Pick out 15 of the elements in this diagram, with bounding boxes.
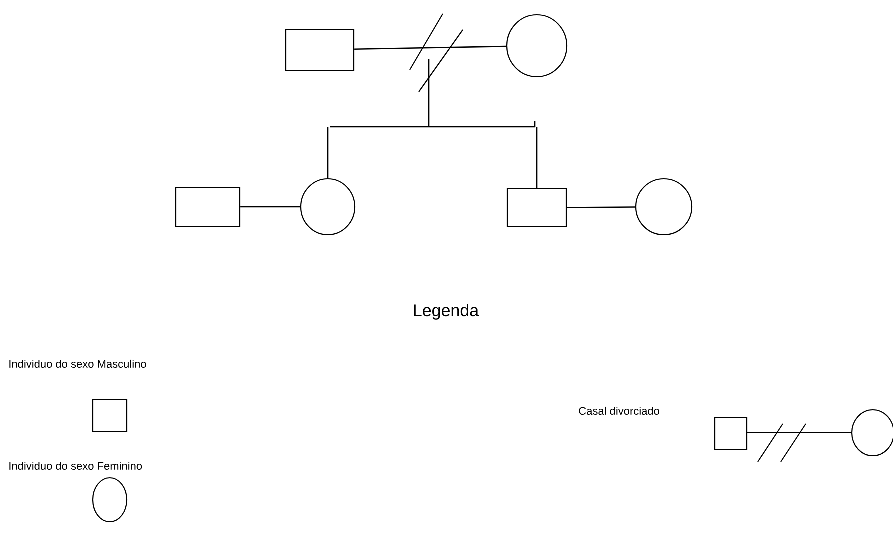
male-square: [285, 28, 355, 72]
descent-line: [536, 127, 538, 188]
legend-text: Individuo do sexo Masculino: [10, 360, 146, 368]
descent-line: [327, 127, 329, 178]
female-circle: [300, 178, 356, 236]
couple-line: [567, 206, 636, 208]
legend-text: Casal divorciado: [579, 406, 660, 416]
couple-line: [240, 206, 300, 208]
male-square: [506, 188, 568, 228]
legend-text: Individuo do sexo Feminino: [10, 462, 142, 470]
female-circle: [635, 178, 693, 236]
couple-line: [354, 46, 506, 50]
legend-title: Legenda: [414, 304, 480, 320]
female-circle: [506, 14, 568, 78]
male-square: [175, 186, 241, 228]
